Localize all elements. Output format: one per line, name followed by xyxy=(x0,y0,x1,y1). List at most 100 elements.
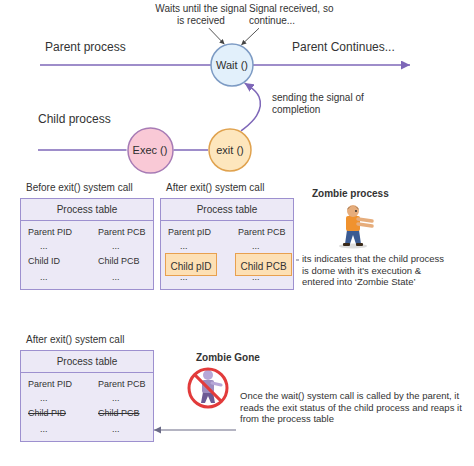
label-box: Parent PCB xyxy=(98,227,146,238)
table-divider xyxy=(161,220,293,221)
ellipsis: ... xyxy=(180,241,188,251)
timeline xyxy=(38,149,127,151)
label-box: ... xyxy=(252,241,260,252)
label-box: Before exit() system call xyxy=(26,182,133,194)
ellipsis: ... xyxy=(40,241,48,251)
label-box: ... xyxy=(40,424,48,435)
leader-arrow xyxy=(154,429,236,430)
label-box: ... xyxy=(112,424,120,435)
zombie-heading: Zombie process xyxy=(312,188,389,199)
label-box: Parent pID xyxy=(168,227,211,238)
label-box: ... xyxy=(112,272,120,283)
node-text: Exec () xyxy=(133,144,168,156)
label-box: Parent PCB xyxy=(238,227,286,238)
label-box: Parent PID xyxy=(28,379,72,390)
ellipsis: ... xyxy=(252,272,260,282)
node-text: Wait () xyxy=(216,59,248,71)
label-box: Waits until the signal is received xyxy=(155,3,247,27)
figure-eye xyxy=(355,210,357,212)
exec-circle: Exec () xyxy=(127,127,174,174)
ellipsis: ... xyxy=(112,393,120,403)
no-sign xyxy=(189,369,227,407)
connector xyxy=(241,83,260,131)
zombie-note: its indicates that the child process is … xyxy=(302,253,444,287)
table-cell-text: Child PCB xyxy=(98,256,140,266)
table-cell-text: Parent PCB xyxy=(98,379,146,389)
section-caption: After exit() system call xyxy=(26,334,124,345)
figure-arm xyxy=(358,219,372,221)
node-text: Child pID xyxy=(170,256,212,273)
label-box: Child PID xyxy=(28,408,66,419)
figure-shadow xyxy=(339,244,367,249)
node-text: Child PCB xyxy=(240,256,287,273)
table-cell-text: Parent pID xyxy=(168,227,211,237)
table-cell-text: Parent PCB xyxy=(98,227,146,237)
label-box: Zombie process xyxy=(312,188,389,200)
ellipsis: ... xyxy=(112,241,120,251)
figure-head xyxy=(347,205,359,217)
section-caption: Before exit() system call xyxy=(26,182,133,193)
ellipsis: ... xyxy=(40,272,48,282)
zombie-figure xyxy=(339,205,372,249)
process-label: Child process xyxy=(38,112,111,126)
label-box: Once the wait() system call is called by… xyxy=(240,390,466,425)
table-heading: Process table xyxy=(21,199,153,215)
label-box: Zombie Gone xyxy=(196,352,260,364)
ellipsis: ... xyxy=(40,424,48,434)
label-box: ... xyxy=(112,393,120,404)
circle-shape xyxy=(128,128,173,173)
label-box: ... xyxy=(40,272,48,283)
circle-shape xyxy=(211,44,253,86)
zombie-gone-figure xyxy=(189,369,227,407)
exit-circle: exit () xyxy=(208,128,252,172)
figure-arm xyxy=(212,383,221,385)
table-cell-text: Parent PID xyxy=(28,227,72,237)
edge-label: sending the signal of completion xyxy=(272,92,364,115)
label-box: Parent PID xyxy=(28,227,72,238)
ellipsis: ... xyxy=(112,272,120,282)
figure-arm xyxy=(358,224,372,226)
connector xyxy=(174,149,209,151)
process-label: Parent Continues... xyxy=(292,40,395,54)
label-box: Parent Continues... xyxy=(292,40,395,55)
section-caption: After exit() system call xyxy=(166,182,264,193)
label-box: Signal received, so continue... xyxy=(249,3,339,27)
label-box: Child process xyxy=(38,112,111,127)
no-sign-slash xyxy=(195,375,222,402)
annotation-text: Signal received, so continue... xyxy=(249,3,334,26)
label-box: ... xyxy=(112,241,120,252)
figure-head xyxy=(203,370,213,380)
label-box: ... xyxy=(40,393,48,404)
removed-entry: Child PID xyxy=(28,408,66,418)
figure-shoe xyxy=(356,243,363,246)
label-box: After exit() system call xyxy=(166,182,264,194)
label-box: ... xyxy=(252,272,260,283)
label-box: Parent process xyxy=(45,40,126,55)
ellipsis: ... xyxy=(252,241,260,251)
figure-hair xyxy=(347,206,359,210)
figure-shoe xyxy=(343,243,350,246)
table-cell-text: Child ID xyxy=(28,256,60,266)
label-box: Child ID xyxy=(28,256,60,267)
ellipsis: ... xyxy=(180,272,188,282)
zombie-heading: Zombie Gone xyxy=(196,352,260,363)
wait-circle: Wait () xyxy=(210,43,254,87)
circle-shape xyxy=(209,129,251,171)
label-box: sending the signal of completion xyxy=(272,92,372,116)
table-divider xyxy=(21,372,153,373)
process-label: Parent process xyxy=(45,40,126,54)
table-cell-text: Parent PCB xyxy=(238,227,286,237)
label-box: ... xyxy=(180,272,188,283)
ellipsis: ... xyxy=(112,424,120,434)
label-box: ... xyxy=(40,241,48,252)
removed-entry: Child PCB xyxy=(98,408,140,418)
table-cell: Child PCB xyxy=(235,253,292,276)
table-cell: Child pID xyxy=(165,253,217,276)
ellipsis: ... xyxy=(40,393,48,403)
node-text: exit () xyxy=(216,144,244,156)
annotation-text: Waits until the signal is received xyxy=(155,3,246,26)
label-box: its indicates that the child process is … xyxy=(302,253,452,288)
reap-note: Once the wait() system call is called by… xyxy=(240,390,462,424)
annotation-arrow xyxy=(209,28,224,44)
label-box: After exit() system call xyxy=(26,334,124,346)
